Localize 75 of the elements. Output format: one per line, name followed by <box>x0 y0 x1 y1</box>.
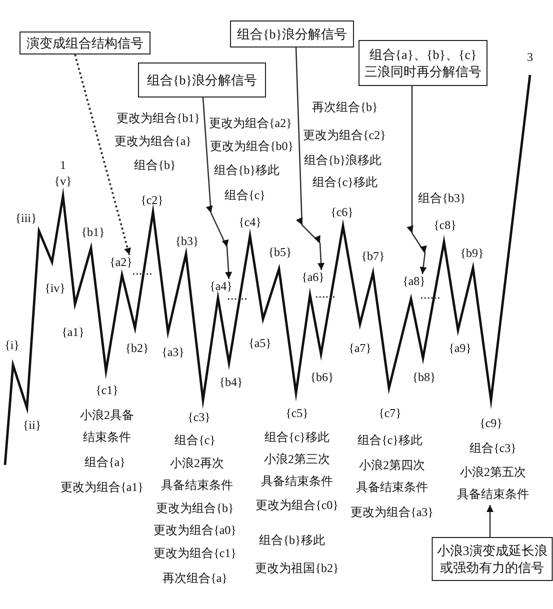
wave-label: {b4} <box>219 375 243 389</box>
annotation-text: 组合{b3} <box>418 191 466 205</box>
arrow <box>74 54 131 256</box>
wave-label: {a7} <box>348 341 372 355</box>
wave-label: {a1} <box>62 325 84 339</box>
wave-label: {b9} <box>460 246 484 260</box>
annotation-text: 更改为组合{b0} <box>210 139 294 153</box>
annotation-text: 组合{b}移此 <box>259 533 325 547</box>
wave-label: {b3} <box>175 234 199 248</box>
wave-label: {a9} <box>448 341 472 355</box>
wave-label: {i} <box>4 338 20 352</box>
annotation-text: 组合{c}移此 <box>312 175 378 189</box>
wave-label: {b7} <box>361 249 385 263</box>
wave-label: {c3} <box>188 410 210 424</box>
annotation-text: 更改为组合{a} <box>114 134 192 148</box>
arrow <box>202 97 232 280</box>
arrow <box>406 86 427 274</box>
annotation-text: 组合{b}移此 <box>214 163 280 177</box>
arrow <box>295 47 324 270</box>
wave-label: {b2} <box>125 341 149 355</box>
annotation-text: 更改为组合{b} <box>156 501 234 515</box>
annotation-text: 再次组合{b} <box>312 100 378 114</box>
annotation-text: 小浪2第五次具备结束条件 <box>457 464 529 503</box>
wave-label: {c1} <box>96 383 118 397</box>
wave-label: {c5} <box>286 406 308 420</box>
annotation-text: 小浪2具备结束条件 <box>80 407 134 446</box>
wave-label: {ii} <box>22 418 42 432</box>
wave-label: {iv} <box>44 281 66 295</box>
annotation-text: 组合{b} <box>134 158 176 172</box>
wave-label: {c7} <box>378 406 402 420</box>
wave-label: {a5} <box>248 336 272 350</box>
callout-box: 组合{a}、{b}、{c}三浪同时再分解信号 <box>358 40 488 86</box>
wave-label: {b5} <box>268 245 292 259</box>
wave-label: {b1} <box>81 225 105 239</box>
annotation-text: 更改为组合{a3} <box>350 505 434 519</box>
annotation-text: 再次组合{a} <box>162 571 228 585</box>
wave-number: 3 <box>527 50 533 64</box>
wave-label: {v} <box>54 174 72 188</box>
annotation-text: 更改为组合{c1} <box>154 546 236 560</box>
wave-label: {a2} <box>110 255 132 269</box>
annotation-text: 组合{c}移此 <box>358 433 422 447</box>
arrow <box>486 505 494 537</box>
wave-label: {a8} <box>402 274 426 288</box>
wave-number: 1 <box>60 158 66 172</box>
wave-label: {c2} <box>140 193 164 207</box>
callout-box: 组合{b}浪分解信号 <box>138 62 266 98</box>
annotation-text: 更改为组合{a0} <box>154 523 236 537</box>
wave-label: {a3} <box>162 345 184 359</box>
wave-label: {a6} <box>302 270 324 284</box>
annotation-text: 更改为组合{c0} <box>256 498 338 512</box>
wave-label: {c9} <box>480 416 502 430</box>
annotation-text: 更改为组合{c2} <box>303 128 386 142</box>
annotation-text: 组合{c}移此 <box>264 430 330 444</box>
annotation-text: 更改为组合{b1} <box>116 111 200 125</box>
callout-box: 小浪3演变成延长浪或强劲有力的信号 <box>432 537 552 581</box>
wave-label: {a4} <box>210 279 232 293</box>
wave-label: {c6} <box>330 205 354 219</box>
annotation-text: 组合{b}浪移此 <box>304 153 382 167</box>
annotation-text: 小浪2再次具备结束条件 <box>161 455 233 494</box>
annotation-text: 更改为祖国{b2} <box>255 561 339 575</box>
annotation-text: 组合{c} <box>174 433 216 447</box>
annotation-text: 小浪2第四次具备结束条件 <box>356 457 428 496</box>
annotation-text: 更改为组合{a1} <box>60 480 144 494</box>
wave-label: {b8} <box>412 370 436 384</box>
wave-label: {b6} <box>310 370 334 384</box>
annotation-text: 组合{c3} <box>468 440 518 457</box>
annotation-text: 组合{c} <box>224 188 266 202</box>
annotation-text: 小浪2第三次具备结束条件 <box>261 451 333 490</box>
callout-box: 组合{b}浪分解信号 <box>230 20 354 48</box>
wave-label: {c4} <box>238 215 262 229</box>
callout-box: 演变成组合结构信号 <box>20 32 150 54</box>
wave-label: {c8} <box>434 218 456 232</box>
wave-label: {iii} <box>15 211 37 225</box>
annotation-text: 更改为组合{a2} <box>209 116 292 130</box>
annotation-text: 组合{a} <box>84 455 126 469</box>
